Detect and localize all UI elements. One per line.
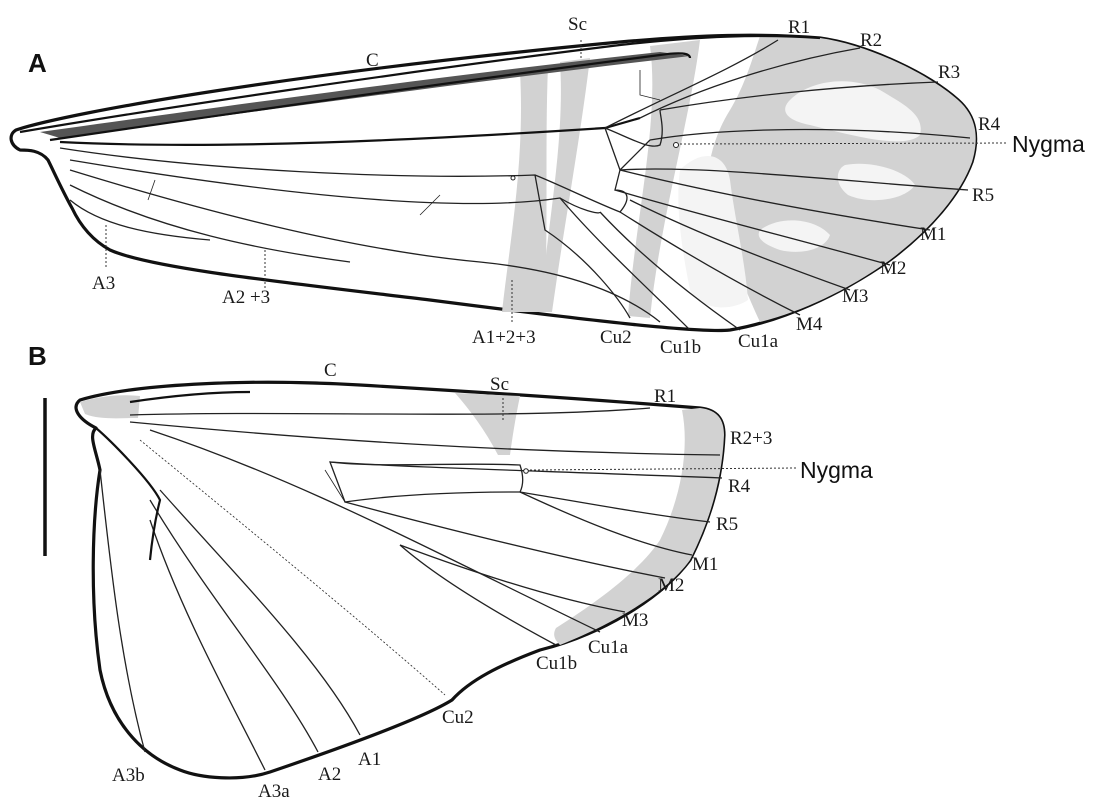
forewing-label-a3: A3 (92, 273, 115, 294)
forewing-crossvein-3 (639, 70, 661, 101)
hindwing-shaded-base (80, 395, 140, 419)
hindwing-outline (74, 380, 726, 780)
forewing-label-cu2: Cu2 (600, 327, 632, 348)
forewing-label-a23: A2 +3 (222, 287, 270, 308)
forewing-costa-vein (19, 34, 821, 134)
hindwing-label-c: C (324, 360, 337, 381)
hindwing-label-a2: A2 (318, 764, 341, 785)
hindwing-label-cu1b: Cu1b (536, 653, 577, 674)
forewing-pale-spot-1 (785, 81, 921, 142)
forewing-label-m2: M2 (880, 258, 906, 279)
forewing-m2-vein (614, 189, 891, 266)
forewing-label-r3: R3 (938, 62, 960, 83)
hindwing-cu1b-vein (399, 544, 557, 646)
hindwing-m1-vein (519, 491, 693, 556)
forewing-pale-spot-2 (837, 163, 915, 201)
forewing-nygma-dot (673, 142, 679, 148)
forewing-label-nygma: Nygma (1012, 131, 1085, 157)
hindwing-label-r4: R4 (728, 476, 751, 497)
forewing-cell-closure (604, 109, 663, 171)
forewing-crossvein-2 (419, 194, 441, 216)
forewing-label-cu1b: Cu1b (660, 337, 701, 358)
forewing-label-m3: M3 (842, 286, 868, 307)
forewing-m1-vein (619, 169, 931, 231)
forewing-cu1a-vein (599, 211, 741, 331)
forewing-subcosta-vein (49, 52, 692, 142)
forewing-crossvein-1 (147, 179, 156, 201)
hindwing-a1-vein (159, 489, 361, 736)
hindwing-label-cu2: Cu2 (442, 707, 474, 728)
hindwing-label-m3: M3 (622, 610, 648, 631)
forewing-m3-vein (629, 199, 851, 291)
hindwing-label-m2: M2 (658, 575, 684, 596)
forewing-diagram: A C Sc R1 R2 R3 R4 Nygma R5 M1 M2 M3 M4 … (9, 14, 1085, 358)
hindwing-diagram: B C Sc R1 R2+3 Nygma R4 R5 M1 M2 M3 Cu1a… (28, 341, 873, 801)
hindwing-cell-vein (329, 461, 524, 503)
hindwing-cu1a-vein (149, 429, 601, 633)
forewing-label-m1: M1 (920, 224, 946, 245)
forewing-a23-vein (69, 184, 351, 263)
forewing-r3-vein (659, 81, 939, 111)
forewing-label-c: C (366, 50, 379, 71)
forewing-secondary-dot (510, 175, 516, 181)
forewing-m4-vein (619, 211, 801, 316)
hindwing-label-sc: Sc (490, 374, 509, 395)
forewing-label-r4: R4 (978, 114, 1001, 135)
forewing-label-r1: R1 (788, 17, 810, 38)
forewing-label-r2: R2 (860, 30, 882, 51)
hindwing-shaded-apex (554, 408, 724, 645)
hindwing-label-cu1a: Cu1a (588, 637, 629, 658)
hindwing-nygma-dot (523, 468, 529, 474)
hindwing-crossvein (324, 469, 346, 503)
forewing-label-a123: A1+2+3 (472, 327, 536, 348)
hindwing-jugal-fold (95, 427, 162, 561)
hindwing-a3b-vein (99, 469, 146, 753)
hindwing-label-r23: R2+3 (730, 428, 772, 449)
hindwing-m2-vein (344, 501, 666, 579)
forewing-r2-vein (639, 47, 861, 119)
forewing-cu1b-vein (559, 197, 691, 331)
forewing-pale-window (678, 156, 748, 308)
hindwing-nygma-leader (529, 467, 797, 471)
hindwing-label-m1: M1 (692, 554, 718, 575)
hindwing-cu2-dotted (139, 439, 446, 696)
panel-b-label: B (28, 341, 47, 371)
hindwing-shaded-sc (455, 393, 520, 455)
hindwing-label-a1: A1 (358, 749, 381, 770)
forewing-label-m4: M4 (796, 314, 823, 335)
forewing-r4-vein (649, 128, 971, 141)
hindwing-sc-r1-vein (129, 407, 651, 416)
forewing-a3-vein (69, 199, 211, 241)
forewing-label-cu1a: Cu1a (738, 331, 779, 352)
forewing-media-stem (59, 147, 628, 213)
hindwing-label-a3a: A3a (258, 781, 290, 801)
hindwing-r23-vein (129, 421, 721, 456)
forewing-label-sc: Sc (568, 14, 587, 35)
hindwing-label-r5: R5 (716, 514, 738, 535)
hindwing-m3-vein (399, 544, 626, 613)
forewing-r1-vein (604, 39, 779, 129)
panel-a-label: A (28, 48, 47, 78)
hindwing-label-nygma: Nygma (800, 457, 873, 483)
hindwing-a3a-vein (149, 519, 266, 771)
hindwing-label-r1: R1 (654, 386, 676, 407)
forewing-shaded-band-1 (502, 66, 548, 312)
forewing-a123-vein (69, 169, 661, 323)
forewing-shaded-band-3 (628, 40, 700, 318)
forewing-shaded-band-2 (540, 58, 590, 312)
forewing-nygma-leader (679, 142, 1009, 145)
forewing-radius-stem (59, 116, 641, 146)
hindwing-costa-vein (129, 390, 251, 404)
hindwing-a2-vein (149, 499, 319, 753)
forewing-cu2-vein (69, 159, 631, 319)
forewing-r5-vein (619, 168, 969, 191)
forewing-label-r5: R5 (972, 185, 994, 206)
hindwing-label-a3b: A3b (112, 765, 145, 786)
hindwing-r5-vein (519, 491, 711, 523)
